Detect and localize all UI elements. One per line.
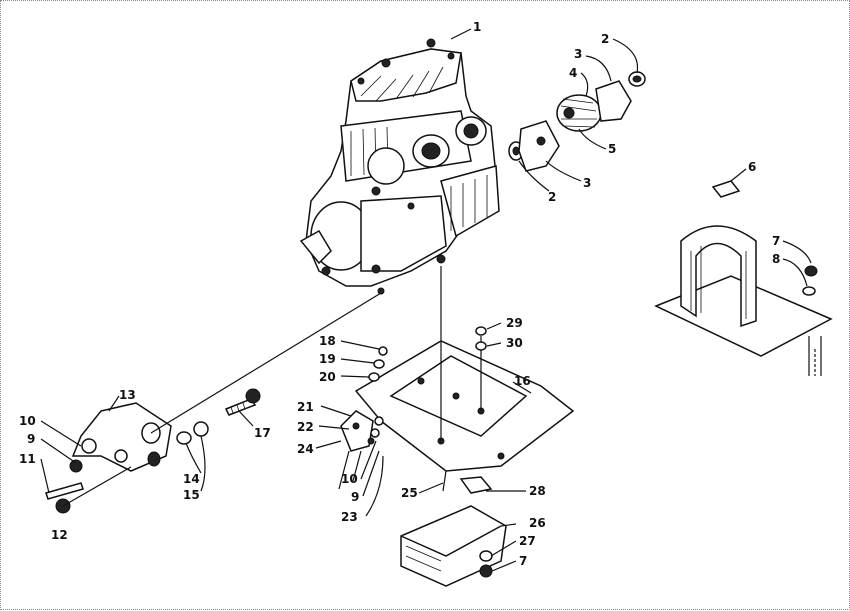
callout-28: 28 xyxy=(529,484,546,498)
engine-mount-right xyxy=(654,180,833,376)
callout-25: 25 xyxy=(401,486,418,500)
callout-22: 22 xyxy=(297,420,314,434)
engine-assembly xyxy=(299,38,500,295)
callout-20: 20 xyxy=(319,370,336,384)
callout-9: 9 xyxy=(27,432,35,446)
callout-23: 23 xyxy=(341,510,358,524)
callout-27: 27 xyxy=(519,534,536,548)
callout-6: 6 xyxy=(748,160,756,174)
engine-plate xyxy=(354,266,575,472)
callout-3: 3 xyxy=(583,176,591,190)
pad-26 xyxy=(400,470,507,587)
callout-26: 26 xyxy=(529,516,546,530)
callout-12: 12 xyxy=(51,528,68,542)
callout-10: 10 xyxy=(19,414,36,428)
callout-3: 3 xyxy=(574,47,582,61)
callout-7: 7 xyxy=(519,554,527,568)
callout-10: 10 xyxy=(341,472,358,486)
callout-2: 2 xyxy=(601,32,609,46)
callout-17: 17 xyxy=(254,426,271,440)
drive-parts xyxy=(508,71,646,172)
callout-18: 18 xyxy=(319,334,336,348)
callout-4: 4 xyxy=(569,66,577,80)
callout-9: 9 xyxy=(351,490,359,504)
callout-15: 15 xyxy=(183,488,200,502)
callout-8: 8 xyxy=(772,252,780,266)
callout-24: 24 xyxy=(297,442,314,456)
callout-14: 14 xyxy=(183,472,200,486)
callout-16: 16 xyxy=(514,374,531,388)
callout-5: 5 xyxy=(608,142,616,156)
callout-30: 30 xyxy=(506,336,523,350)
callout-11: 11 xyxy=(19,452,36,466)
bracket-13 xyxy=(45,292,382,514)
leader-lines xyxy=(40,28,812,572)
callout-13: 13 xyxy=(119,388,136,402)
callout-1: 1 xyxy=(473,20,481,34)
callout-labels: 1 2 3 4 5 2 3 6 7 8 29 30 18 19 20 16 13… xyxy=(19,20,780,568)
callout-2: 2 xyxy=(548,190,556,204)
callout-19: 19 xyxy=(319,352,336,366)
callout-29: 29 xyxy=(506,316,523,330)
callout-21: 21 xyxy=(297,400,314,414)
callout-7: 7 xyxy=(772,234,780,248)
bracket-21-22 xyxy=(338,410,384,490)
